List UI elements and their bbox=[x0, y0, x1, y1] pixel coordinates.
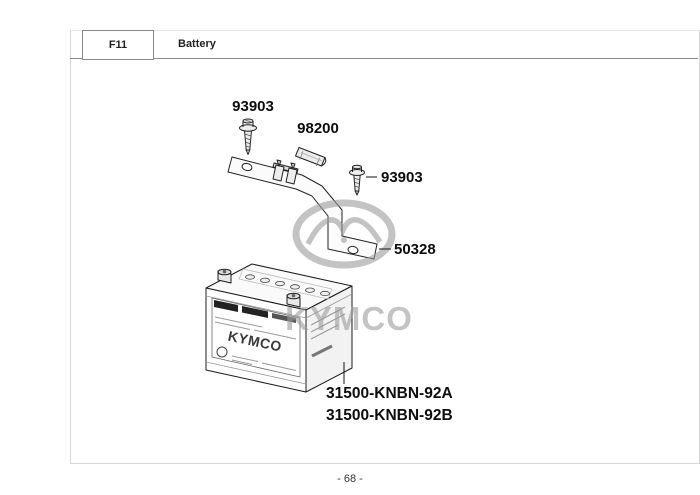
part-label-battery-b: 31500-KNBN-92B bbox=[326, 407, 453, 424]
battery-terminal-right bbox=[286, 292, 301, 308]
kymco-emblem-icon bbox=[292, 199, 396, 269]
battery-drawing: KYMCO bbox=[205, 263, 353, 393]
part-label-battery-a: 31500-KNBN-92A bbox=[326, 385, 453, 402]
header-divider bbox=[70, 58, 698, 59]
section-code-box: F11 bbox=[82, 30, 154, 60]
bracket-drawing bbox=[227, 156, 378, 260]
page-number: - 68 - bbox=[337, 473, 363, 485]
section-code: F11 bbox=[108, 39, 128, 51]
kymco-watermark-text: KYMCO bbox=[285, 300, 413, 337]
kymco-logo-watermark: KYMCO bbox=[285, 199, 413, 337]
page-title: Battery bbox=[178, 38, 216, 50]
collar-drawing bbox=[295, 147, 327, 167]
battery-terminal-left bbox=[217, 268, 232, 284]
part-label-bracket: 50328 bbox=[394, 241, 436, 258]
bracket-clamp bbox=[272, 159, 299, 185]
part-label-screw-top: 93903 bbox=[232, 98, 274, 115]
battery-vent-caps bbox=[245, 274, 330, 297]
leader-lines bbox=[343, 176, 391, 384]
part-label-screw-right: 93903 bbox=[381, 169, 423, 186]
battery-side-text-lines bbox=[310, 306, 346, 358]
screw-top-drawing bbox=[239, 118, 257, 155]
part-label-collar: 98200 bbox=[297, 120, 339, 137]
screw-right-drawing bbox=[349, 164, 365, 196]
battery-front-label: KYMCO bbox=[211, 297, 301, 378]
